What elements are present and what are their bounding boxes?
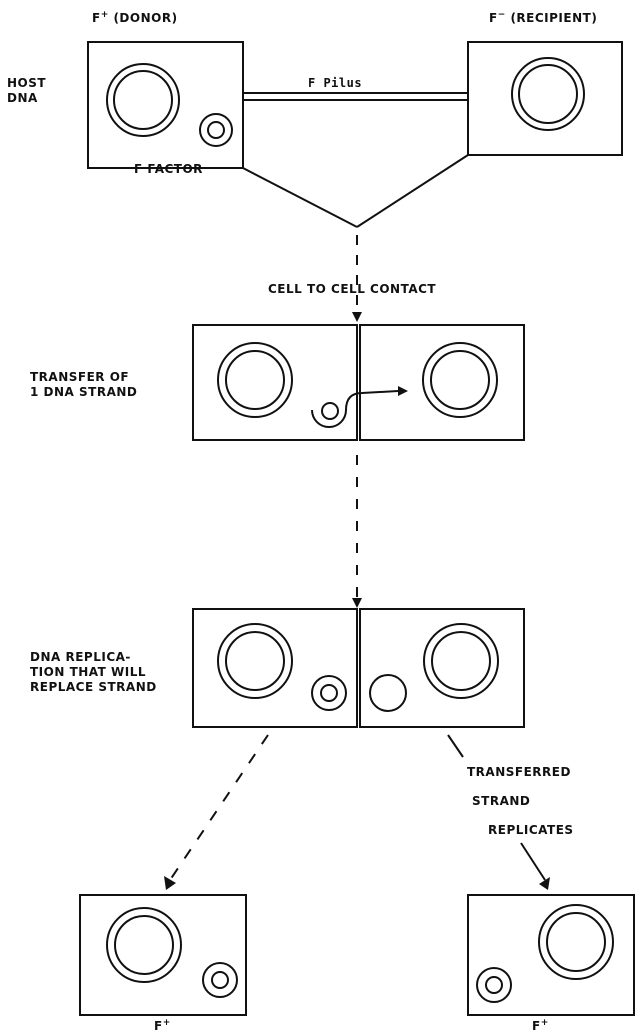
transferred-label-3: REPLICATES <box>488 823 574 838</box>
replication-transferred-strand <box>370 675 406 711</box>
recipient-text: (RECIPIENT) <box>510 11 597 25</box>
recipient-letter: F <box>489 11 498 25</box>
bottom-right-f-factor-outer <box>477 968 511 1002</box>
donor-f-factor-inner <box>208 122 224 138</box>
bottom-right-letter: F <box>532 1019 541 1033</box>
replication-label: DNA REPLICA- TION THAT WILL REPLACE STRA… <box>30 650 157 695</box>
bottom-left-dna-outer <box>107 908 181 982</box>
bottom-left-letter: F <box>154 1019 163 1033</box>
bottom-right-f-factor-inner <box>486 977 502 993</box>
bottom-left-label: F+ <box>154 1016 171 1034</box>
replication-recipient-dna-outer <box>424 624 498 698</box>
transfer-strand-loop <box>312 391 398 427</box>
left-arrowhead <box>164 876 176 890</box>
transferred-label-2: STRAND <box>472 794 530 809</box>
replication-donor-f-factor-outer <box>312 676 346 710</box>
transfer-label: TRANSFER OF 1 DNA STRAND <box>30 370 137 400</box>
donor-letter: F <box>92 11 101 25</box>
replication-donor-dna-outer <box>218 624 292 698</box>
replication-donor-dna-inner <box>226 632 284 690</box>
replication-arrowhead <box>352 598 362 608</box>
recipient-title: F− (RECIPIENT) <box>489 8 597 26</box>
contact-v-right <box>357 155 468 227</box>
transfer-recipient-dna-inner <box>431 351 489 409</box>
host-dna-label: HOST DNA <box>7 76 46 106</box>
replication-recipient-cell <box>360 609 524 727</box>
replication-recipient-dna-inner <box>432 632 490 690</box>
transfer-donor-dna-inner <box>226 351 284 409</box>
donor-text: (DONOR) <box>113 11 177 25</box>
donor-host-dna-inner <box>114 71 172 129</box>
donor-sign: + <box>101 10 109 20</box>
recipient-sign: − <box>498 10 506 20</box>
right-short-line <box>448 735 463 757</box>
transfer-recipient-dna-outer <box>423 343 497 417</box>
transfer-donor-dna-outer <box>218 343 292 417</box>
bottom-left-sign: + <box>163 1018 171 1028</box>
contact-v-left <box>243 168 357 227</box>
contact-arrowhead <box>352 312 362 322</box>
donor-host-dna-outer <box>107 64 179 136</box>
f-pilus-label: F Pilus <box>308 76 362 91</box>
recipient-host-dna-outer <box>512 58 584 130</box>
donor-title: F+ (DONOR) <box>92 8 178 26</box>
f-factor-label: F FACTOR <box>134 162 203 177</box>
bottom-right-label: F+ <box>532 1016 549 1034</box>
left-dashed-line <box>170 735 268 880</box>
transfer-f-factor <box>322 403 338 419</box>
transfer-recipient-cell <box>360 325 524 440</box>
bottom-right-dna-inner <box>547 913 605 971</box>
donor-f-factor-outer <box>200 114 232 146</box>
bottom-right-dna-outer <box>539 905 613 979</box>
cell-contact-label: CELL TO CELL CONTACT <box>268 282 436 297</box>
transferred-label-1: TRANSFERRED <box>467 765 571 780</box>
transfer-arrowhead <box>398 386 408 396</box>
right-short-line-2 <box>521 843 545 880</box>
bottom-left-dna-inner <box>115 916 173 974</box>
replication-donor-f-factor-inner <box>321 685 337 701</box>
bottom-right-sign: + <box>541 1018 549 1028</box>
bottom-left-f-factor-inner <box>212 972 228 988</box>
donor-cell <box>88 42 243 168</box>
bottom-left-f-factor-outer <box>203 963 237 997</box>
recipient-host-dna-inner <box>519 65 577 123</box>
